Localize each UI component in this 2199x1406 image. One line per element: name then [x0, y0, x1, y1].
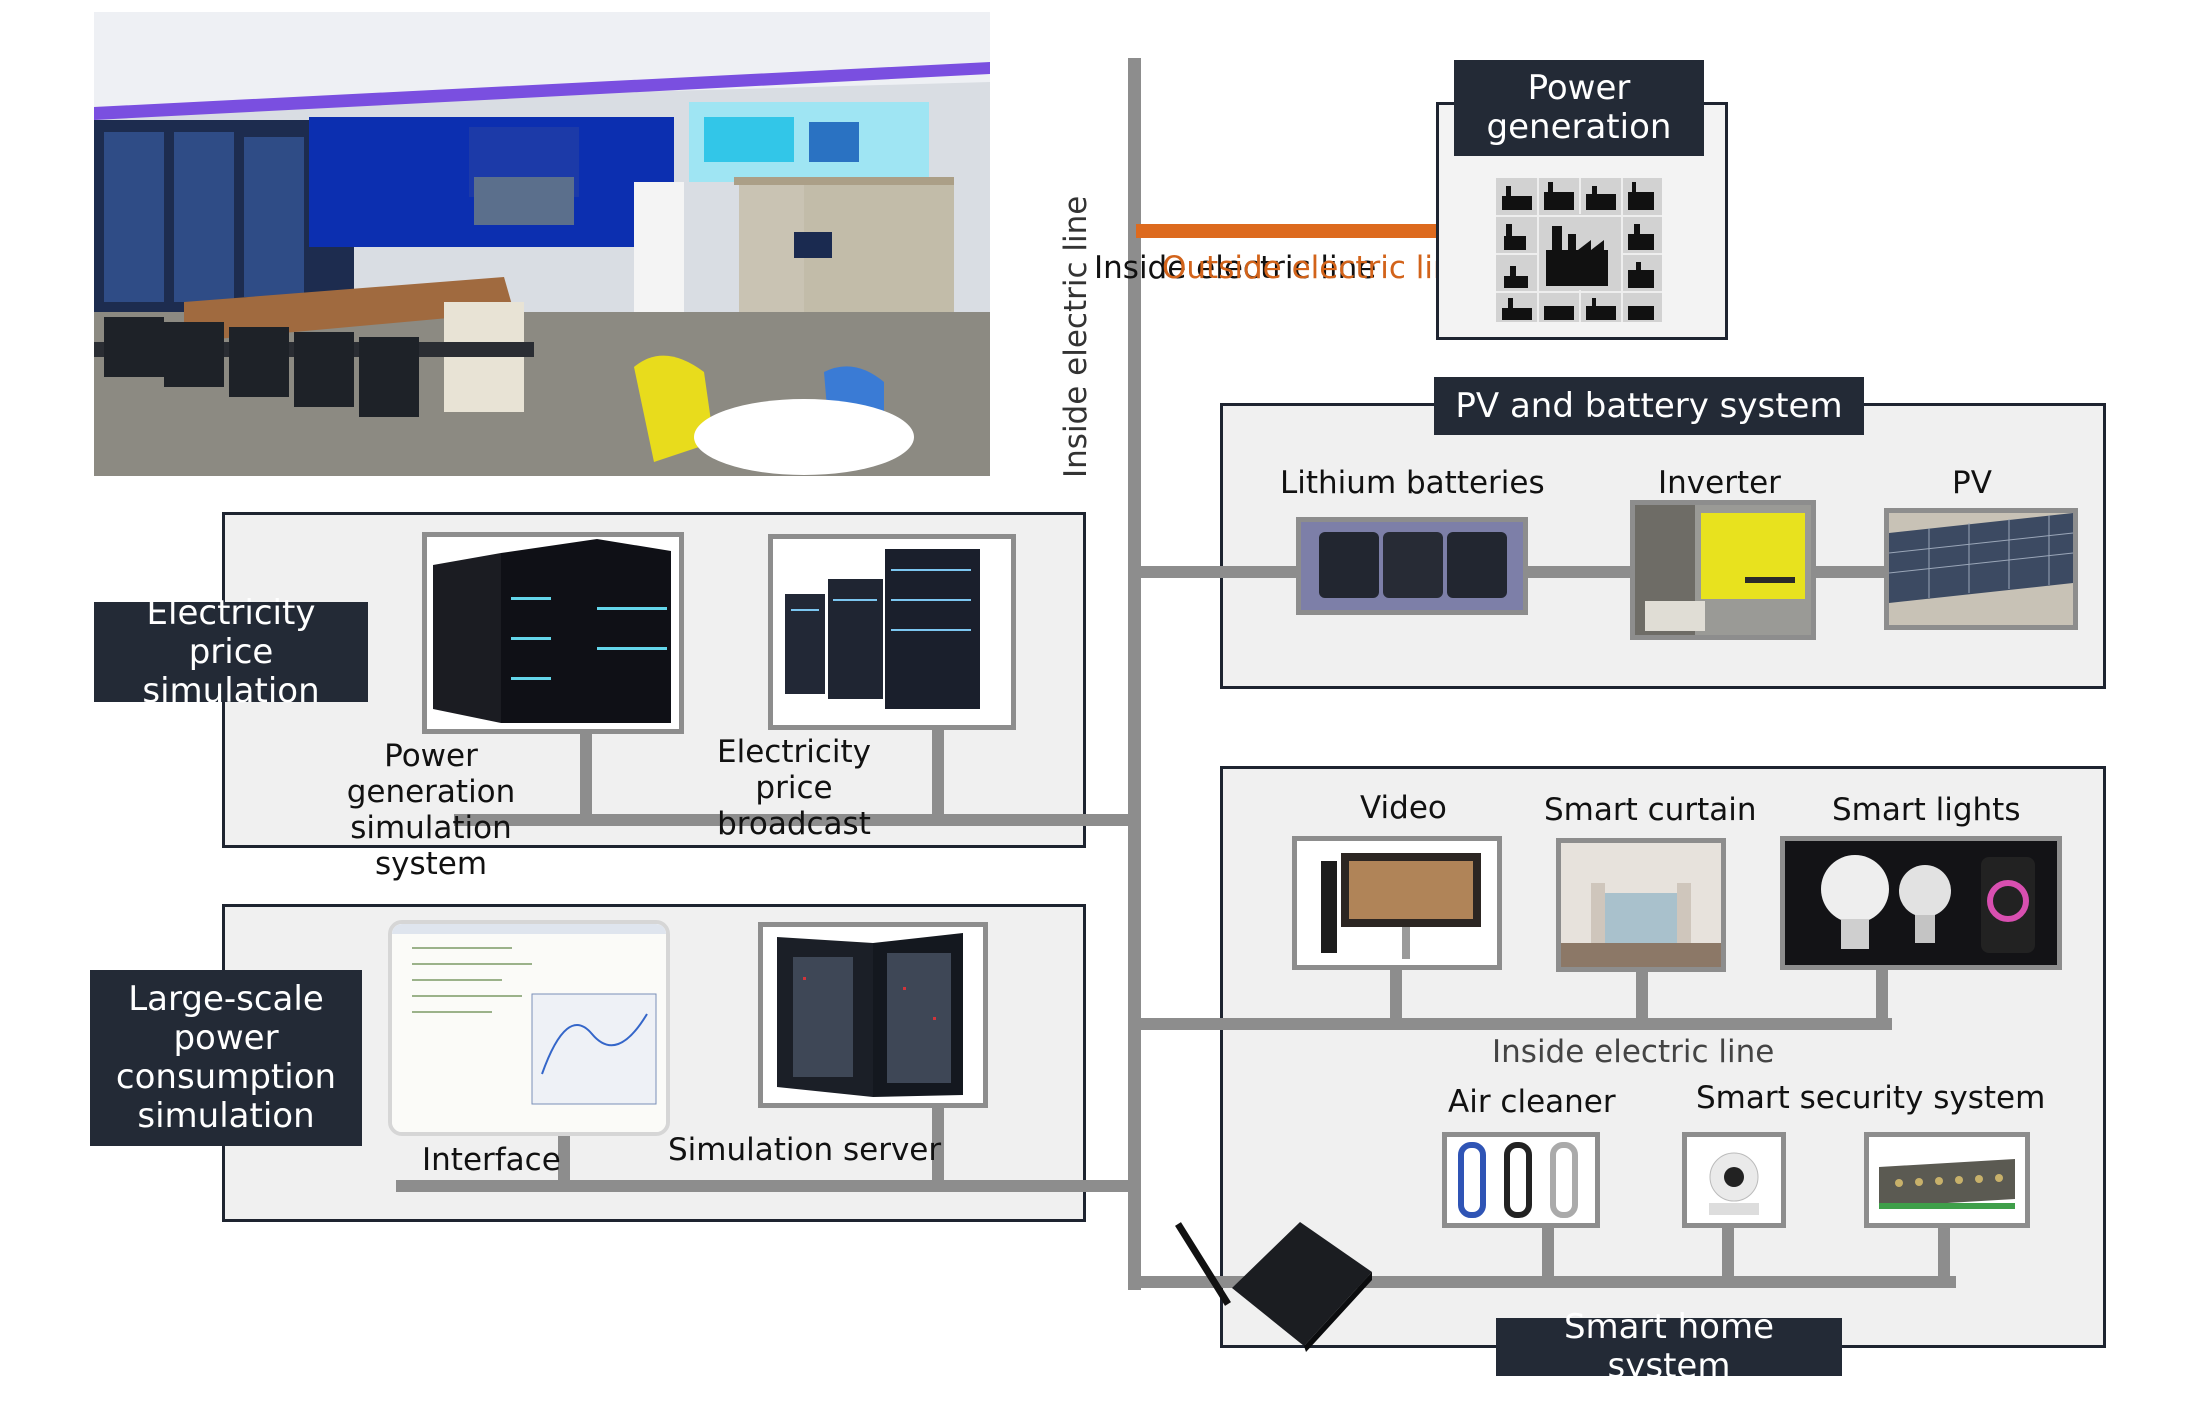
consumption-bus [396, 1180, 1130, 1192]
video-drop [1390, 968, 1402, 1024]
smart-curtain-image [1556, 838, 1726, 972]
security-controller-image [1864, 1132, 2030, 1228]
electricity-price-broadcast-label: Electricity price broadcast [717, 734, 871, 842]
lithium-batteries-label: Lithium batteries [1280, 465, 1545, 501]
lab-photo [94, 12, 990, 476]
interface-label: Interface [422, 1142, 561, 1178]
inverter-image [1630, 500, 1816, 640]
outside-line [1136, 224, 1438, 238]
lights-drop [1876, 968, 1888, 1024]
price-sim-bus [454, 814, 1130, 826]
inside-line-horizontal-label: Inside electric line [1492, 1034, 1775, 1070]
pv-battery-title: PV and battery system [1434, 377, 1864, 435]
router-icon [1170, 1216, 1374, 1352]
factory-icons-grid [1496, 178, 1662, 322]
inverter-label: Inverter [1658, 465, 1781, 501]
pv-image [1884, 508, 2078, 630]
pv-branch-line [1136, 566, 1308, 578]
pv-label: PV [1952, 465, 1992, 501]
curtain-drop [1636, 970, 1648, 1024]
lithium-batteries-image [1296, 517, 1528, 615]
price-sim-drop-2 [932, 730, 944, 822]
power-generation-title: Power generation [1454, 60, 1704, 156]
pv-link-2 [1816, 566, 1896, 578]
smart-home-upper-bus [1136, 1018, 1892, 1030]
power-gen-sim-image [422, 532, 684, 734]
consumption-sim-title: Large-scale power consumption simulation [90, 970, 362, 1146]
outside-line-label: Outside electric line [1162, 250, 1472, 286]
pv-link-1 [1526, 566, 1636, 578]
inside-line-vertical-text: Inside electric line [1058, 195, 1094, 478]
price-sim-drop-1 [580, 732, 592, 822]
smart-security-label: Smart security system [1696, 1080, 2046, 1116]
camera-drop [1722, 1226, 1734, 1282]
power-gen-sim-label: Power generation simulation system [346, 738, 516, 882]
video-label: Video [1360, 790, 1447, 826]
smart-lights-label: Smart lights [1832, 792, 2021, 828]
video-image [1292, 836, 1502, 970]
inside-line-vertical-label-wrap: Inside electric line [1058, 196, 1094, 478]
smart-lights-image [1780, 836, 2062, 970]
simulation-server-image [758, 922, 988, 1108]
price-sim-title: Electricity price simulation [94, 593, 368, 710]
inside-line-vertical [1128, 58, 1141, 1290]
simulation-server-label: Simulation server [668, 1132, 942, 1168]
interface-image [388, 920, 670, 1136]
consumption-drop-2 [932, 1106, 944, 1186]
air-cleaner-image [1442, 1132, 1600, 1228]
consumption-drop-1 [558, 1136, 570, 1186]
security-camera-image [1682, 1132, 1786, 1228]
electricity-price-broadcast-image [768, 534, 1016, 730]
controller-drop [1938, 1226, 1950, 1282]
air-cleaner-drop [1542, 1226, 1554, 1282]
smart-curtain-label: Smart curtain [1544, 792, 1757, 828]
smart-home-title: Smart home system [1496, 1308, 1842, 1386]
air-cleaner-label: Air cleaner [1448, 1084, 1616, 1120]
